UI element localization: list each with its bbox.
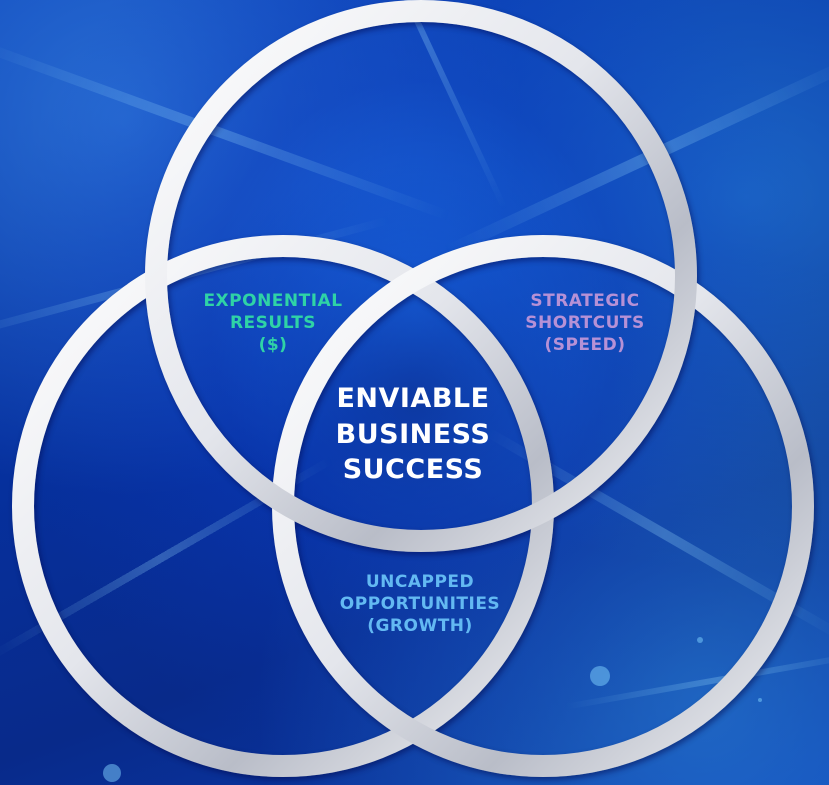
label-center-line1: ENVIABLE xyxy=(336,383,490,414)
label-strategic-shortcuts-line3: (SPEED) xyxy=(544,335,626,356)
label-center-line2: BUSINESS xyxy=(335,418,491,450)
label-strategic-shortcuts-line1: STRATEGIC xyxy=(530,291,640,311)
label-enviable-business-success: ENVIABLE BUSINESS SUCCESS xyxy=(323,381,503,488)
label-exponential-results-line2: RESULTS xyxy=(229,313,317,334)
label-uncapped-line1: UNCAPPED xyxy=(365,572,475,592)
label-strategic-shortcuts: STRATEGIC SHORTCUTS (SPEED) xyxy=(505,290,665,356)
label-center-line3: SUCCESS xyxy=(342,454,484,486)
label-exponential-results: EXPONENTIAL RESULTS ($) xyxy=(193,290,353,356)
label-uncapped-opportunities: UNCAPPED OPPORTUNITIES (GROWTH) xyxy=(318,571,522,637)
label-uncapped-line3: (GROWTH) xyxy=(367,616,473,637)
label-exponential-results-line1: EXPONENTIAL xyxy=(203,291,343,311)
label-exponential-results-line3: ($) xyxy=(258,335,288,356)
label-uncapped-line2: OPPORTUNITIES xyxy=(339,594,501,615)
ring-top xyxy=(145,0,697,552)
label-strategic-shortcuts-line2: SHORTCUTS xyxy=(525,313,645,334)
